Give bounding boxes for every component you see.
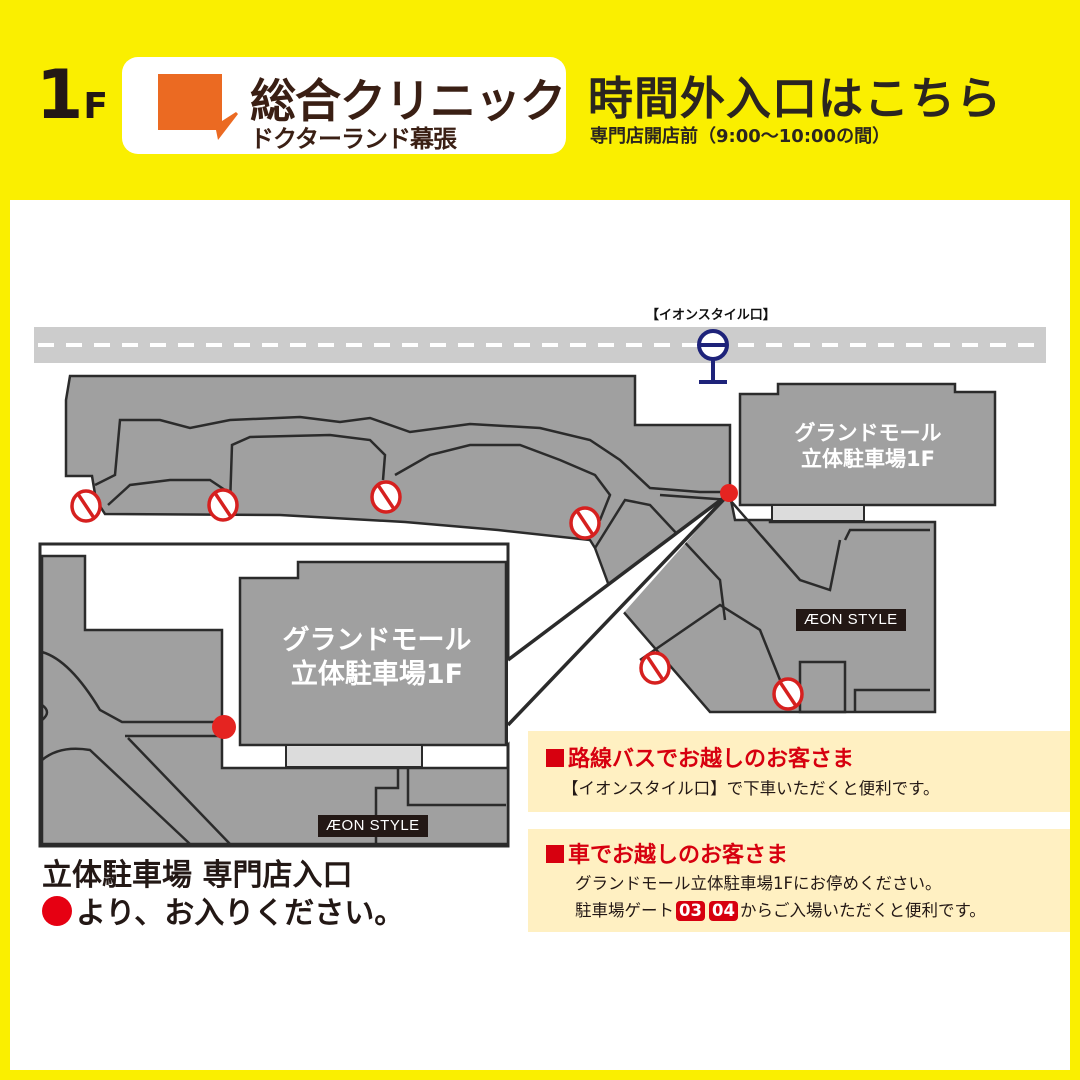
no-entry-icon bbox=[370, 480, 402, 514]
bullet-square-icon bbox=[546, 845, 564, 863]
inset-aeon-style-label: ÆON STYLE bbox=[318, 815, 428, 837]
entrance-marker-icon bbox=[212, 715, 236, 739]
entrance-instruction: 立体駐車場 専門店入口 より、お入りください。 bbox=[42, 857, 404, 932]
entrance-instruction-line2: より、お入りください。 bbox=[42, 895, 404, 933]
inset-parking-building-name: グランドモール bbox=[282, 625, 472, 656]
floor-unit: F bbox=[83, 86, 108, 127]
no-entry-icon bbox=[639, 651, 671, 685]
car-info-heading: 車でお越しのお客さま bbox=[546, 837, 788, 869]
bus-info-heading: 路線バスでお越しのお客さま bbox=[546, 741, 854, 773]
gate-badge-03: 03 bbox=[676, 901, 705, 921]
no-entry-icon bbox=[70, 489, 102, 523]
bus-stop-label: 【イオンスタイル口】 bbox=[646, 308, 776, 323]
bus-info-text: 【イオンスタイル口】で下車いただくと便利です。 bbox=[562, 779, 940, 798]
aeon-style-label: ÆON STYLE bbox=[796, 609, 906, 631]
no-entry-icon bbox=[772, 677, 804, 711]
entrance-instruction-line1: 立体駐車場 専門店入口 bbox=[42, 858, 353, 893]
red-dot-icon bbox=[42, 895, 72, 926]
parking-building-name: グランドモール bbox=[794, 421, 942, 445]
parking-building bbox=[738, 382, 997, 522]
clinic-name: 総合クリニック bbox=[250, 74, 566, 128]
inset-map bbox=[38, 491, 732, 848]
bullet-square-icon bbox=[546, 749, 564, 767]
entrance-marker-icon bbox=[720, 484, 738, 502]
bus-info-box: 路線バスでお越しのお客さま 【イオンスタイル口】で下車いただくと便利です。 bbox=[528, 731, 1070, 812]
car-info-box: 車でお越しのお客さま グランドモール立体駐車場1Fにお停めください。 駐車場ゲー… bbox=[528, 829, 1070, 932]
gate-badge-04: 04 bbox=[708, 901, 738, 921]
clinic-logo-mark-icon bbox=[158, 74, 238, 140]
inset-parking-building-label: グランドモール 立体駐車場1F bbox=[262, 624, 492, 692]
page-title: 時間外入口はこちら bbox=[588, 72, 1003, 125]
page-subtitle: 専門店開店前（9:00〜10:00の間） bbox=[590, 126, 891, 147]
no-entry-icon bbox=[569, 506, 601, 540]
inset-parking-building-floor: 立体駐車場1F bbox=[290, 658, 464, 690]
parking-building-floor: 立体駐車場1F bbox=[801, 447, 935, 472]
clinic-location: ドクターランド幕張 bbox=[250, 125, 457, 153]
road bbox=[34, 327, 1046, 363]
bus-stop-icon bbox=[697, 329, 729, 384]
no-entry-icon bbox=[207, 488, 239, 522]
parking-building-label: グランドモール 立体駐車場1F bbox=[778, 420, 958, 473]
floor-number: 1 bbox=[36, 56, 83, 135]
car-info-text-1: グランドモール立体駐車場1Fにお停めください。 bbox=[575, 874, 942, 893]
floor-indicator: 1F bbox=[36, 62, 108, 130]
clinic-logo: 総合クリニック ドクターランド幕張 bbox=[122, 57, 566, 154]
